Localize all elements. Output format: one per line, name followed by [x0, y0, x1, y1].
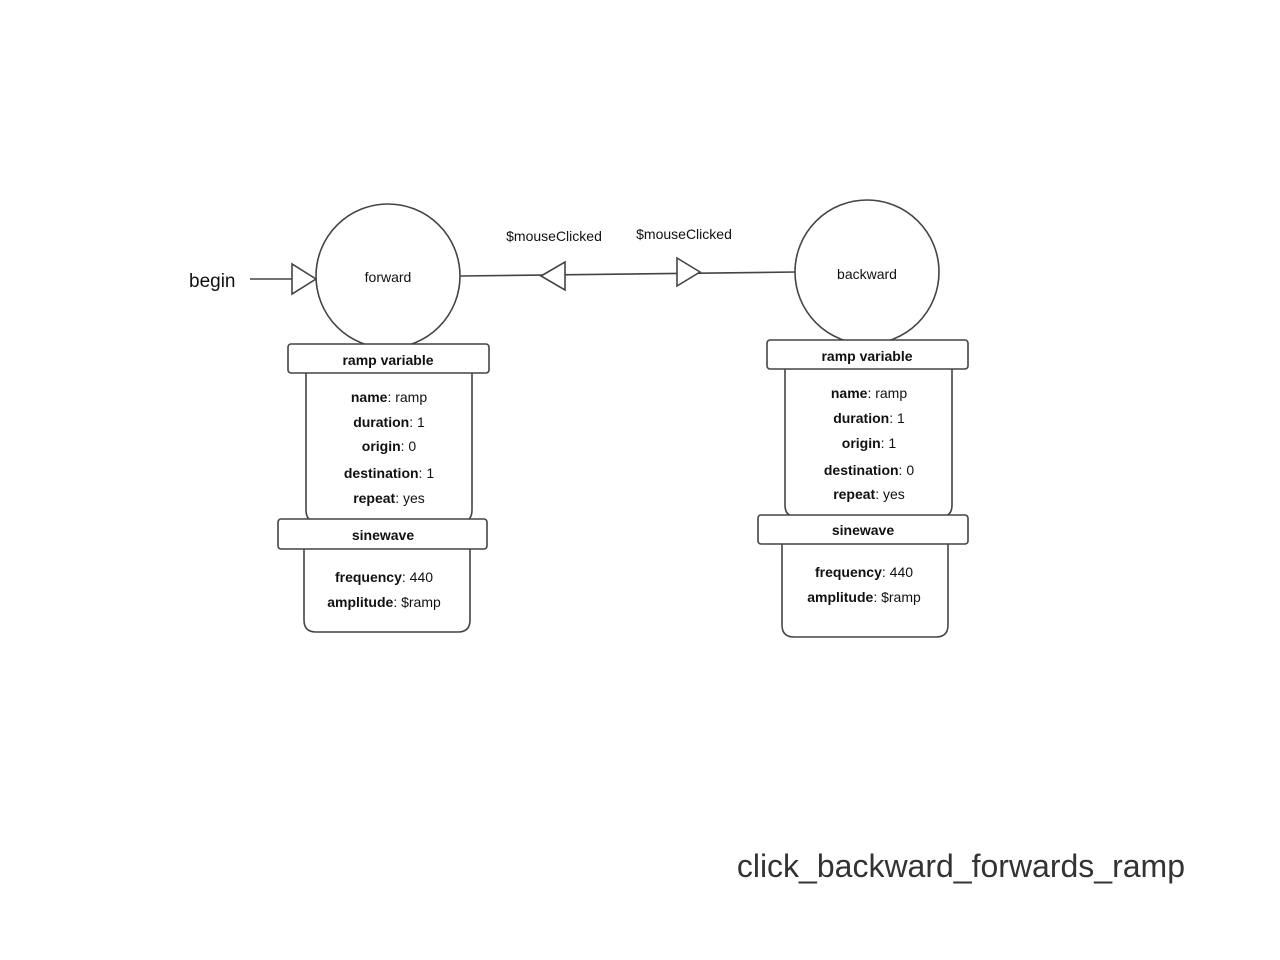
forward-sine-frequency: frequency: 440	[335, 569, 433, 585]
start-label: begin	[189, 271, 236, 292]
backward-sine-body	[781, 544, 949, 638]
backward-ramp-origin: origin: 1	[842, 435, 897, 451]
transition-label-to-forward: $mouseClicked	[506, 228, 602, 244]
backward-ramp-repeat: repeat: yes	[833, 486, 905, 502]
transition-line	[459, 271, 797, 277]
backward-sine-header-box	[757, 514, 969, 545]
state-forward-label: forward	[365, 269, 412, 285]
forward-ramp-header: ramp variable	[342, 352, 433, 368]
backward-sine-header: sinewave	[832, 522, 894, 538]
backward-ramp-duration: duration: 1	[833, 410, 905, 426]
backward-ramp-destination: destination: 0	[824, 462, 914, 478]
backward-ramp-header: ramp variable	[821, 348, 912, 364]
backward-sine-frequency: frequency: 440	[815, 564, 913, 580]
state-backward[interactable]: backward ramp variable name: ramp durati…	[757, 199, 969, 638]
backward-ramp-name: name: ramp	[831, 385, 907, 401]
arrowhead-to-forward	[539, 260, 566, 292]
forward-ramp-header-box	[287, 343, 490, 374]
forward-sine-header-box	[277, 518, 488, 550]
forward-sine-amplitude: amplitude: $ramp	[327, 594, 441, 610]
state-forward[interactable]: forward ramp variable name: ramp duratio…	[277, 203, 490, 633]
forward-sine-body	[303, 549, 471, 633]
transition-label-to-backward: $mouseClicked	[636, 226, 732, 242]
start-arrowhead	[291, 262, 318, 296]
backward-ramp-header-box	[766, 339, 969, 370]
state-backward-label: backward	[837, 266, 897, 282]
forward-ramp-destination: destination: 1	[344, 465, 434, 481]
backward-sine-amplitude: amplitude: $ramp	[807, 589, 921, 605]
arrowhead-to-backward	[676, 256, 702, 288]
forward-ramp-name: name: ramp	[351, 389, 427, 405]
forward-sine-header: sinewave	[352, 527, 414, 543]
forward-ramp-duration: duration: 1	[353, 414, 425, 430]
diagram-title: click_backward_forwards_ramp	[737, 848, 1185, 884]
forward-ramp-repeat: repeat: yes	[353, 490, 425, 506]
forward-ramp-origin: origin: 0	[362, 438, 417, 454]
